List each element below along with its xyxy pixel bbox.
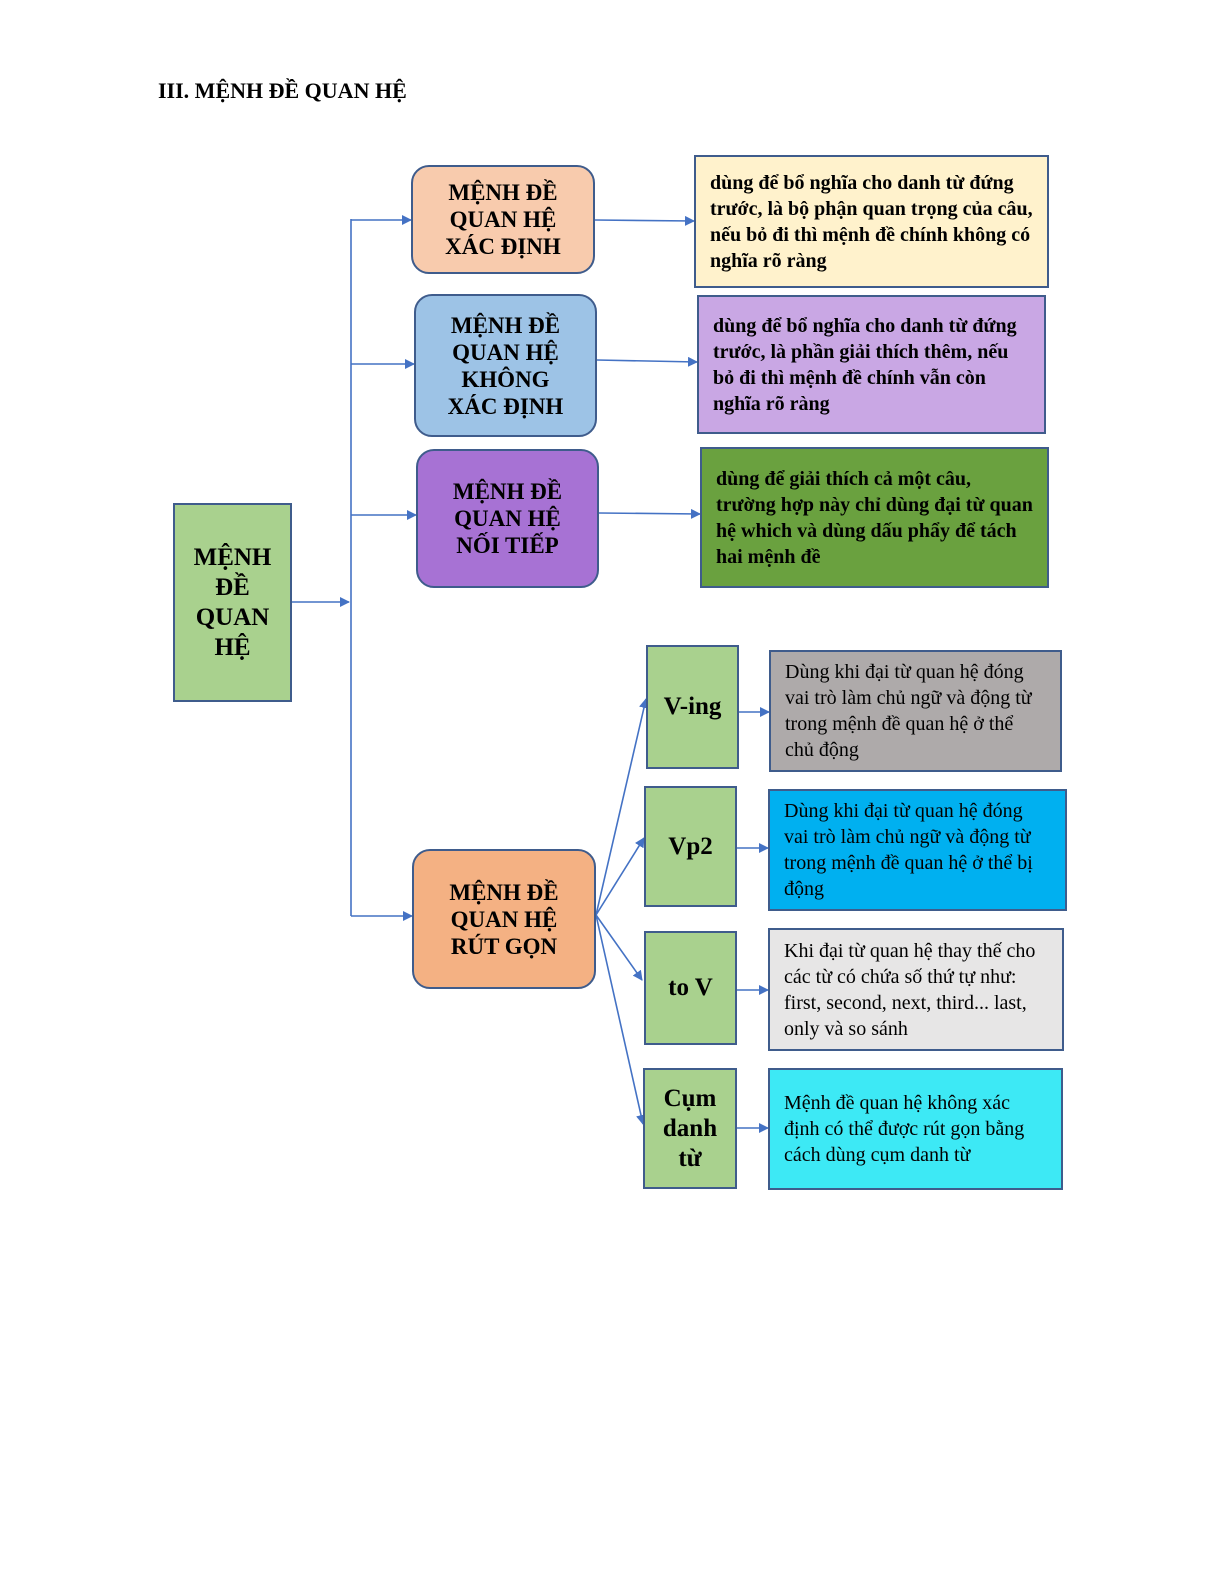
description-vp2: Dùng khi đại từ quan hệ đóng vai trò làm…: [768, 789, 1067, 911]
form-node-vp2: Vp2: [644, 786, 737, 907]
connector-reduced-form-3: [595, 914, 643, 981]
form-label: V-ing: [663, 693, 722, 720]
description-text: Mệnh đề quan hệ không xác định có thể đư…: [784, 1092, 1025, 1166]
branch-node-non-defining: MỆNH ĐỀ QUAN HỆ KHÔNG XÁC ĐỊNH: [414, 294, 597, 437]
form-node-noun-phrase: Cụm danh từ: [643, 1068, 737, 1189]
branch-label: MỆNH ĐỀ QUAN HỆ KHÔNG XÁC ĐỊNH: [447, 312, 564, 419]
branch-label: MỆNH ĐỀ QUAN HỆ NỐI TIẾP: [452, 479, 563, 558]
description-connective: dùng để giải thích cả một câu, trường hợ…: [700, 447, 1049, 588]
form-label: to V: [668, 974, 713, 1001]
connector-reduced-form-4: [595, 914, 646, 1125]
form-label: Cụm danh từ: [662, 1084, 718, 1172]
description-v-ing: Dùng khi đại từ quan hệ đóng vai trò làm…: [769, 650, 1062, 772]
description-text: Dùng khi đại từ quan hệ đóng vai trò làm…: [785, 661, 1032, 761]
connector-reduced-form-2: [595, 837, 645, 916]
description-to-v: Khi đại từ quan hệ thay thế cho các từ c…: [768, 928, 1064, 1051]
branch-node-connective: MỆNH ĐỀ QUAN HỆ NỐI TIẾP: [416, 449, 599, 588]
root-label: MỆNH ĐỀ QUAN HỆ: [193, 543, 272, 661]
description-text: Khi đại từ quan hệ thay thế cho các từ c…: [784, 939, 1036, 1040]
description-text: dùng để giải thích cả một câu, trường hợ…: [716, 467, 1033, 568]
description-non-defining: dùng để bổ nghĩa cho danh từ đứng trước,…: [697, 295, 1046, 434]
connector-branch-3-desc: [598, 508, 701, 519]
root-node: MỆNH ĐỀ QUAN HỆ: [173, 503, 292, 702]
form-node-to-v: to V: [644, 931, 737, 1045]
connector-branch-1-desc: [594, 215, 695, 226]
form-label: Vp2: [668, 832, 713, 860]
connector-branch-2-desc: [596, 356, 698, 367]
branch-node-reduced: MỆNH ĐỀ QUAN HỆ RÚT GỌN: [412, 849, 596, 989]
description-text: dùng để bổ nghĩa cho danh từ đứng trước,…: [713, 314, 1017, 415]
branch-label: MỆNH ĐỀ QUAN HỆ XÁC ĐỊNH: [445, 180, 561, 259]
description-text: Dùng khi đại từ quan hệ đóng vai trò làm…: [784, 800, 1033, 900]
branch-node-defining: MỆNH ĐỀ QUAN HỆ XÁC ĐỊNH: [411, 165, 595, 274]
branch-label: MỆNH ĐỀ QUAN HỆ RÚT GỌN: [449, 879, 559, 959]
description-noun-phrase: Mệnh đề quan hệ không xác định có thể đư…: [768, 1068, 1063, 1190]
form-node-v-ing: V-ing: [646, 645, 739, 769]
description-text: dùng để bổ nghĩa cho danh từ đứng trước,…: [710, 171, 1033, 272]
description-defining: dùng để bổ nghĩa cho danh từ đứng trước,…: [694, 155, 1049, 288]
connector-reduced-form-1: [595, 698, 649, 916]
page-title: III. MỆNH ĐỀ QUAN HỆ: [158, 78, 407, 103]
